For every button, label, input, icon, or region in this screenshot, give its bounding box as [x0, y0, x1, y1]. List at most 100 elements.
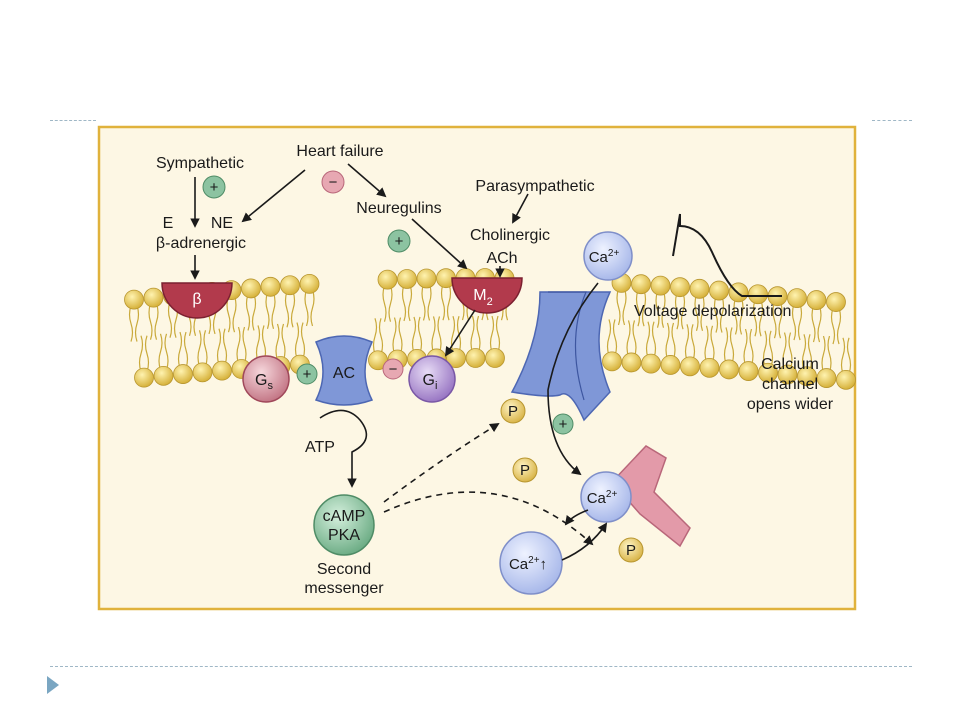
lipid-head	[280, 275, 300, 296]
lipid-head	[641, 353, 661, 374]
svg-text:+: +	[303, 366, 312, 383]
atp-label: ATP	[305, 439, 335, 456]
lipid-head	[816, 368, 837, 388]
lipid-head	[689, 278, 710, 299]
cholinergic-label: Cholinergic	[470, 227, 550, 244]
svg-text:+: +	[559, 416, 568, 433]
gs-label: Gs	[255, 372, 273, 392]
slide-rule-top-left	[50, 120, 96, 121]
lipid-head	[680, 356, 700, 377]
ach-label: ACh	[486, 250, 517, 267]
neuregulins-label: Neuregulins	[356, 200, 441, 217]
lipid-head	[397, 269, 417, 289]
action-potential-trace	[672, 213, 782, 297]
lipid-head	[699, 357, 720, 378]
lipid-head	[134, 367, 154, 388]
calcium-ion-intracellular	[580, 471, 632, 523]
plus-badge-gs-ac: +	[296, 363, 318, 385]
svg-text:P: P	[626, 542, 636, 559]
gi-protein	[408, 355, 456, 403]
svg-text:P: P	[508, 403, 518, 420]
lipid-head	[797, 366, 817, 387]
e-label: E	[163, 215, 174, 232]
lipid-head	[143, 287, 164, 308]
lipid-head	[777, 364, 798, 385]
lipid-head	[836, 369, 856, 390]
gi-label: Gi	[423, 372, 438, 392]
opens-wider-label: opens wider	[747, 396, 834, 413]
adenylyl-cyclase	[314, 335, 374, 406]
parasympathetic-label: Parasympathetic	[475, 178, 594, 195]
lipid-head	[719, 359, 739, 380]
calcium-channel	[510, 291, 612, 422]
signal-arrows	[190, 163, 608, 561]
svg-text:P: P	[520, 462, 530, 479]
beta-receptor-label: β	[192, 291, 201, 308]
lipid-head	[173, 364, 193, 384]
lipid-head	[758, 362, 778, 383]
lipid-head	[212, 360, 232, 381]
calcium-increase	[499, 531, 563, 595]
lipid-head	[709, 280, 729, 301]
ca-out-label: Ca2+	[589, 248, 620, 266]
lipid-head	[660, 355, 681, 375]
ca-up-label: Ca2+↑	[509, 555, 547, 573]
m2-receptor	[451, 277, 523, 314]
svg-text:−: −	[329, 174, 338, 191]
calcium-label: Calcium	[761, 356, 819, 373]
ac-label: AC	[333, 365, 355, 382]
plus-badge-channel: +	[552, 413, 574, 435]
lipid-head	[124, 289, 144, 310]
ryanodine-receptor	[610, 445, 691, 548]
lipid-head	[631, 274, 651, 295]
voltage-depolarization-label: Voltage depolarization	[634, 303, 791, 320]
svg-text:+: +	[395, 233, 404, 250]
svg-text:−: −	[389, 361, 398, 378]
beta-adrenergic-label: β-adrenergic	[156, 235, 246, 252]
lipid-head	[806, 290, 827, 310]
lipid-head	[738, 361, 759, 381]
gs-protein	[242, 355, 290, 403]
heart-failure-label: Heart failure	[296, 143, 383, 160]
lipid-head	[377, 269, 398, 290]
calcium-ion-extracellular	[583, 231, 633, 281]
plus-badge-sympathetic: +	[202, 175, 226, 199]
phosphate-ryr	[618, 537, 644, 563]
second-label: Second	[317, 561, 371, 578]
lipid-head	[787, 288, 807, 309]
lipid-head	[241, 278, 261, 299]
lipid-head	[299, 273, 320, 294]
minus-badge-heart-failure: −	[321, 170, 345, 194]
lipid-head	[192, 362, 213, 383]
lipid-head	[602, 351, 622, 372]
slide-bullet-icon	[47, 676, 59, 694]
beta-receptor	[161, 282, 233, 319]
dashed-arrows	[383, 422, 594, 546]
lipid-head	[670, 277, 690, 298]
lipid-head	[260, 276, 281, 297]
lipid-head	[650, 275, 671, 296]
sympathetic-label: Sympathetic	[156, 155, 244, 172]
ne-label: NE	[211, 215, 233, 232]
lipid-head	[416, 268, 437, 289]
phosphate-channel	[500, 398, 526, 424]
lipid-head	[826, 292, 846, 312]
lipid-head	[485, 348, 505, 368]
lipid-head	[465, 348, 486, 368]
messenger-label: messenger	[304, 580, 384, 597]
m2-receptor-label: M2	[473, 287, 492, 308]
ca-in-label: Ca2+	[587, 489, 618, 507]
camp-pka	[313, 494, 375, 556]
minus-badge-gi-ac: −	[382, 358, 404, 380]
plus-badge-neuregulins: +	[387, 229, 411, 253]
lipid-head	[748, 284, 768, 305]
lipid-head	[621, 352, 642, 373]
pka-label: PKA	[328, 527, 360, 544]
slide-rule-bottom	[50, 666, 912, 667]
svg-text:+: +	[210, 179, 219, 196]
phosphate-cytosol	[512, 457, 538, 483]
camp-label: cAMP	[323, 508, 366, 525]
channel-label: channel	[762, 376, 818, 393]
lipid-head	[153, 365, 174, 386]
